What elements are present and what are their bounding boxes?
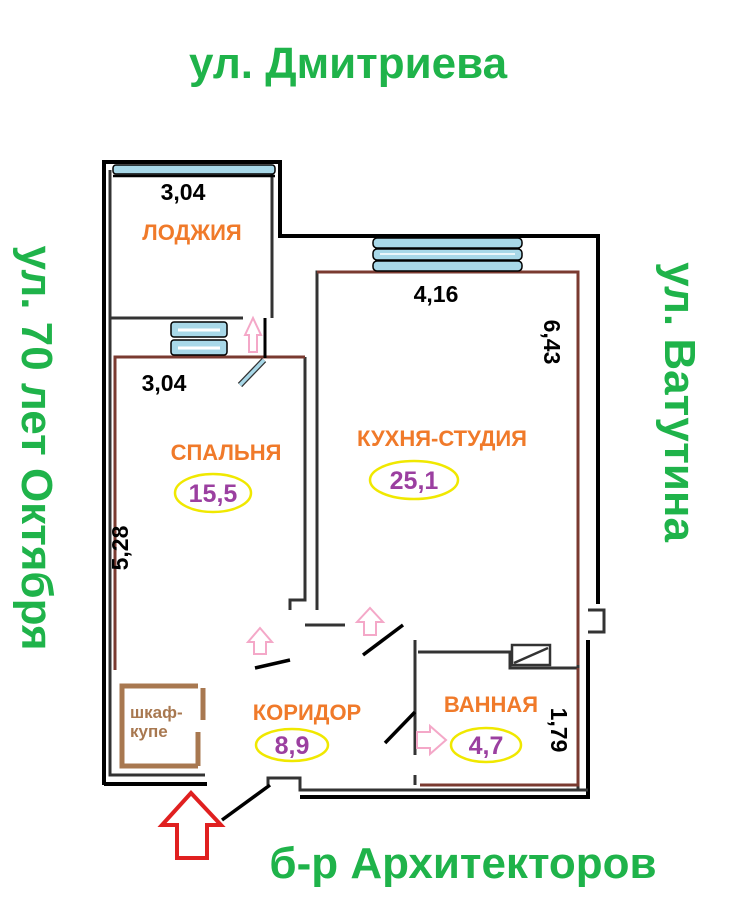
closet	[119, 683, 206, 769]
bedroom-length: 5,28	[107, 525, 133, 570]
street-bottom: б-р Архитекторов	[269, 839, 656, 888]
closet-label-1: шкаф-	[130, 703, 183, 722]
bedroom-width: 3,04	[142, 370, 187, 396]
street-left: ул. 70 лет Октября	[12, 245, 61, 650]
kitchen-length: 6,43	[539, 320, 565, 365]
outer-walls	[102, 160, 600, 799]
arrow-up-icon	[245, 626, 275, 655]
area-ellipses	[173, 459, 523, 764]
corridor-label: КОРИДОР	[253, 700, 362, 725]
closet-label-2: купе	[130, 722, 168, 741]
bedroom-area: 15,5	[189, 480, 238, 508]
street-right: ул. Ватутина	[655, 262, 704, 542]
kitchen-label: КУХНЯ-СТУДИЯ	[357, 426, 527, 451]
bedroom-label: СПАЛЬНЯ	[171, 440, 282, 465]
kitchen-window	[372, 237, 523, 249]
loggia-label: ЛОДЖИЯ	[142, 220, 241, 245]
sink-icon	[510, 643, 552, 667]
arrow-up-icon	[243, 315, 263, 353]
bathroom-length: 1,79	[546, 708, 572, 753]
windows	[112, 164, 523, 388]
loggia-window	[112, 164, 276, 175]
doors	[220, 623, 417, 822]
arrow-up-icon	[354, 606, 386, 636]
kitchen-area: 25,1	[390, 467, 439, 495]
kitchen-width: 4,16	[414, 281, 459, 307]
arrow-right-icon	[416, 723, 448, 757]
loggia-width: 3,04	[161, 179, 206, 205]
street-top: ул. Дмитриева	[189, 39, 508, 88]
corridor-area: 8,9	[275, 732, 310, 760]
entrance-arrow-icon	[157, 790, 226, 860]
bathroom-area: 4,7	[469, 732, 504, 760]
bathroom-label: ВАННАЯ	[444, 692, 538, 717]
door-arrows	[243, 315, 448, 757]
room-outlines	[113, 270, 580, 787]
